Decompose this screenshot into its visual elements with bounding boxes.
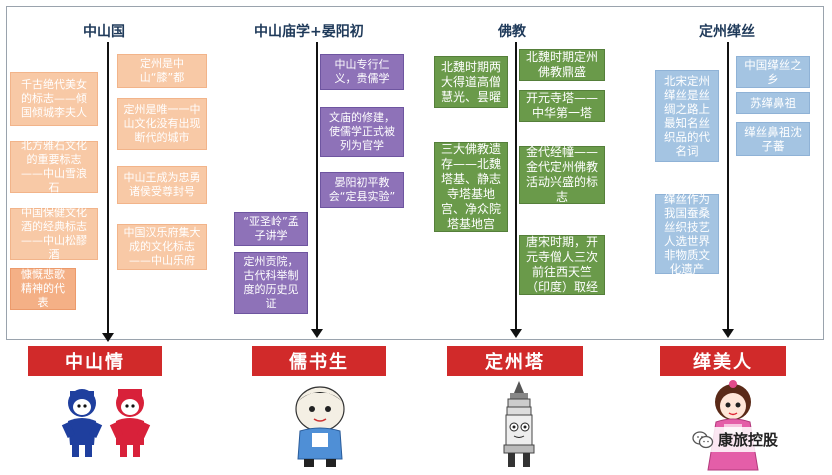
watermark-text: 康旅控股 (718, 431, 779, 449)
buddhism-card: 北魏时期定州佛教鼎盛 (519, 49, 605, 81)
zhongshan-card: 千古绝代美女的标志——倾国倾城李夫人 (10, 72, 98, 126)
timeline-axis-buddhism (510, 42, 522, 338)
banner-zhongshan: 中山情 (28, 346, 162, 376)
confucian-card: 中山专行仁义，贵儒学 (320, 54, 404, 90)
zhongshan-card: 定州是中山“膝”都 (117, 54, 207, 88)
buddhism-card: 北魏时期两大得道高僧慧光、昙曜 (434, 56, 508, 108)
column-title-zhongshan: 中山国 (83, 24, 125, 40)
column-title-kesi: 定州缂丝 (699, 24, 755, 40)
column-title-confucian: 中山庙学+晏阳初 (254, 24, 364, 40)
confucian-card: 文庙的修建，使儒学正式被列为官学 (320, 107, 404, 157)
wechat-icon (692, 430, 714, 448)
kesi-card: 中国缂丝之乡 (736, 56, 810, 88)
buddhism-card: 金代经幢——金代定州佛教活动兴盛的标志 (519, 145, 605, 204)
zhongshan-card: 定州是唯一一中山文化没有出现断代的城市 (117, 98, 207, 150)
kesi-beauty-mascot-image (707, 380, 759, 471)
zhongshan-card: 中国汉乐府集大成的文化标志——中山乐府 (117, 224, 207, 270)
column-title-buddhism: 佛教 (498, 24, 526, 40)
kesi-card: 缂丝作为我国蚕桑丝织技艺人选世界非物质文化遗产 (655, 192, 719, 276)
confucian-card: 晏阳初平教会“定县实验” (320, 172, 404, 208)
pagoda-mascot-image (503, 381, 535, 467)
banner-kesi: 缂美人 (660, 346, 786, 376)
timeline-axis-zhongshan (102, 42, 114, 342)
confucian-card: 定州贡院，古代科举制度的历史见证 (234, 252, 308, 314)
kesi-card: 缂丝鼻祖沈子蕃 (736, 122, 810, 156)
watermark: 康旅控股 (688, 427, 783, 452)
zhongshan-card: 北方雅石文化的重要标志——中山雪浪石 (10, 139, 98, 194)
kesi-card: 北宋定州缂丝是丝绸之路上最知名丝织品的代名词 (655, 70, 719, 162)
timeline-axis-confucian (311, 42, 323, 338)
buddhism-card: 唐宋时期，开元寺僧人三次前往西天竺（印度）取经 (519, 235, 605, 295)
zhongshan-card: 中山王成为忠勇诸侯受尊封号 (117, 166, 207, 204)
banner-buddhism: 定州塔 (447, 346, 583, 376)
buddhism-card: 开元寺塔——中华第一塔 (519, 90, 605, 122)
confucian-card: “亚圣岭”孟子讲学 (234, 212, 308, 246)
kesi-card: 苏缂鼻祖 (736, 92, 810, 114)
timeline-axis-kesi (722, 42, 734, 338)
scholar-mascot-image (295, 386, 345, 467)
zhongshan-card: 慷慨悲歌精神的代表 (10, 268, 76, 310)
buddhism-card: 三大佛教遗存——北魏塔基、静志寺塔基地宫、净众院塔基地宫 (434, 142, 508, 232)
zhongshan-mascots-image (61, 389, 151, 457)
banner-confucian: 儒书生 (252, 346, 386, 376)
zhongshan-card: 中国保健文化酒的经典标志——中山松醪酒 (10, 206, 98, 261)
